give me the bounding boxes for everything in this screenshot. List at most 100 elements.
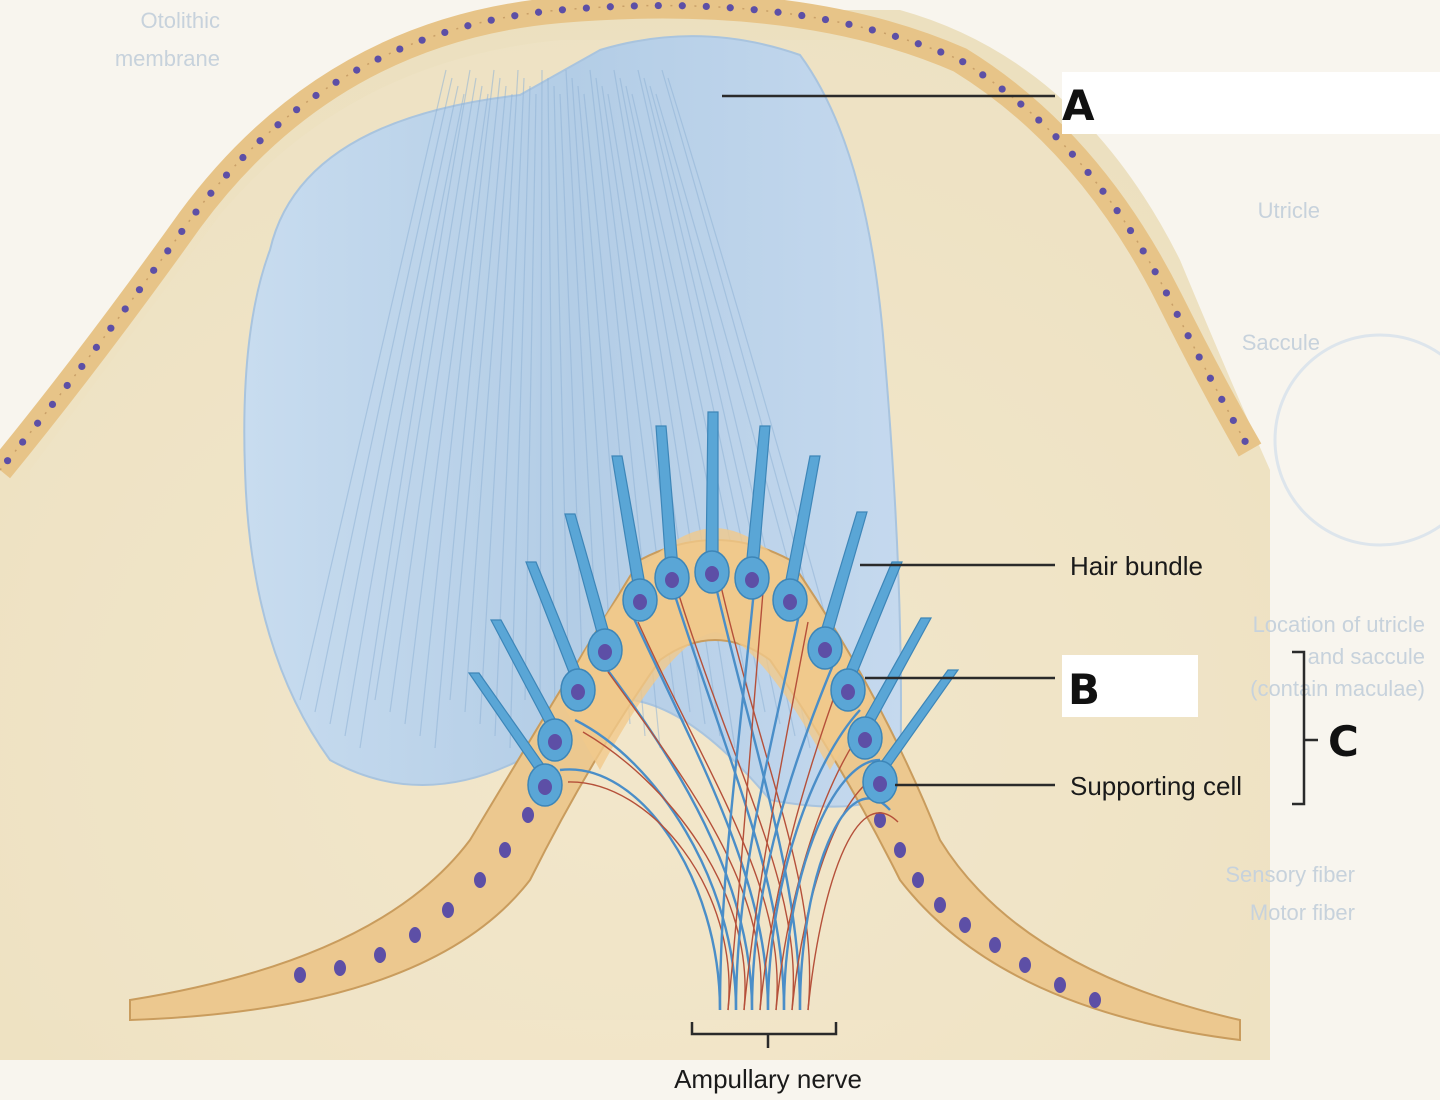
- wall-nucleus: [256, 137, 264, 145]
- wall-nucleus: [1173, 310, 1181, 318]
- ghost-label-location-3: (contain maculae): [1250, 676, 1425, 701]
- ghost-label-otolithic: Otolithic: [141, 8, 220, 33]
- wall-nucleus: [511, 12, 519, 20]
- wall-nucleus: [353, 66, 361, 74]
- bracket-ampullary-nerve: [690, 1022, 838, 1036]
- wall-nucleus: [998, 85, 1006, 93]
- answer-box-a[interactable]: [1062, 72, 1440, 134]
- label-c: C: [1328, 717, 1359, 766]
- motor-fiber: [637, 621, 778, 1011]
- cupula-streak: [479, 69, 519, 725]
- wall-nucleus: [1151, 268, 1159, 276]
- wall-nucleus: [1241, 437, 1249, 445]
- epithelial-nucleus: [474, 872, 486, 888]
- cupula-streak: [299, 69, 447, 701]
- epithelial-nucleus: [522, 807, 534, 823]
- wall-nucleus: [630, 2, 638, 10]
- cupula-streak: [559, 93, 586, 749]
- wall-nucleus: [34, 419, 42, 427]
- wall-nucleus: [48, 400, 57, 409]
- label-supporting-cell: Supporting cell: [1070, 771, 1242, 801]
- cupula-streak: [374, 77, 477, 701]
- ghost-label-sensory-fiber: Sensory fiber: [1225, 862, 1355, 887]
- wall-nucleus: [274, 121, 282, 129]
- motor-fiber: [759, 671, 844, 1011]
- label-hair-bundle: Hair bundle: [1070, 551, 1203, 581]
- wall-nucleus: [750, 6, 758, 14]
- wall-nucleus: [19, 438, 27, 446]
- cupula-streak: [389, 85, 483, 713]
- epithelial-nucleus: [374, 947, 386, 963]
- epithelial-nucleus: [989, 937, 1001, 953]
- epithelial-nucleus: [874, 812, 886, 828]
- faded-background-labels: Otolithic membrane Utricle Saccule Locat…: [115, 8, 1440, 925]
- wall-nucleus: [63, 381, 71, 390]
- hair-cell-nucleus: [783, 594, 797, 610]
- hair-cell-nucleus: [598, 644, 612, 660]
- wall-nucleus: [441, 28, 449, 37]
- wall-nucleus: [1162, 289, 1171, 297]
- wall-nucleus: [78, 362, 86, 371]
- wall-nucleus: [582, 4, 590, 12]
- wall-nucleus: [979, 71, 987, 79]
- wall-nucleus: [654, 1, 662, 10]
- motor-fiber: [607, 671, 762, 1011]
- wall-nucleus: [178, 227, 186, 236]
- wall-nucleus: [150, 266, 158, 274]
- ghost-label-membrane: membrane: [115, 46, 220, 71]
- ghost-label-motor-fiber: Motor fiber: [1250, 900, 1355, 925]
- cupula-streak: [619, 77, 736, 749]
- wall-nucleus: [534, 8, 543, 16]
- wall-nucleus: [1184, 332, 1192, 340]
- hair-cell-nucleus: [745, 572, 759, 588]
- wall-nucleus: [332, 78, 340, 86]
- cupula-fibers: [299, 69, 856, 749]
- sensory-fiber: [628, 609, 770, 1011]
- motor-fiber: [743, 621, 809, 1011]
- epithelial-nucleus: [1089, 992, 1101, 1008]
- wall-nucleus: [959, 58, 967, 66]
- motor-fiber: [719, 581, 811, 1011]
- wall-nucleus: [1126, 226, 1135, 235]
- ghost-label-saccule: Saccule: [1242, 330, 1320, 355]
- label-ampullary-nerve: Ampullary nerve: [674, 1064, 862, 1094]
- wall-nucleus: [726, 4, 734, 12]
- wall-nucleus: [222, 171, 231, 179]
- hair-cell-nucleus: [818, 642, 832, 658]
- label-a: A: [1062, 81, 1095, 130]
- sensory-fiber: [718, 579, 757, 1011]
- wall-nucleus: [1206, 374, 1215, 382]
- wall-nucleus: [293, 106, 301, 114]
- wall-nucleus: [3, 457, 12, 465]
- wall-nucleus: [1113, 207, 1121, 215]
- epithelial-nucleus: [334, 960, 346, 976]
- motor-fiber: [567, 781, 730, 1011]
- wall-nucleus: [891, 32, 900, 40]
- answer-box-b[interactable]: [1062, 655, 1198, 717]
- epithelial-nucleus: [959, 917, 971, 933]
- sensory-fiber: [750, 659, 837, 1011]
- hair-bundle: [705, 411, 719, 563]
- cupula-streak: [359, 69, 471, 749]
- wall-nucleus: [396, 45, 404, 53]
- wall-nucleus: [487, 16, 495, 24]
- wall-nucleus: [678, 2, 686, 10]
- hair-cell-nucleus: [548, 734, 562, 750]
- sensory-fiber: [599, 659, 754, 1011]
- wall-nucleus: [1084, 168, 1092, 177]
- wall-nucleus: [1068, 150, 1077, 158]
- wall-nucleus: [798, 11, 806, 20]
- epithelial-nucleus: [912, 872, 924, 888]
- cupula-streak: [434, 77, 501, 749]
- wall-nucleus: [1035, 116, 1043, 124]
- sensory-fiber: [766, 709, 861, 1011]
- wall-nucleus: [845, 20, 853, 28]
- wall-nucleus: [1052, 133, 1060, 141]
- cupula-streak: [449, 85, 507, 701]
- sensory-fiber: [559, 768, 722, 1011]
- wall-nucleus: [914, 40, 922, 48]
- wall-nucleus: [239, 153, 247, 162]
- wall-nucleus: [1139, 247, 1147, 255]
